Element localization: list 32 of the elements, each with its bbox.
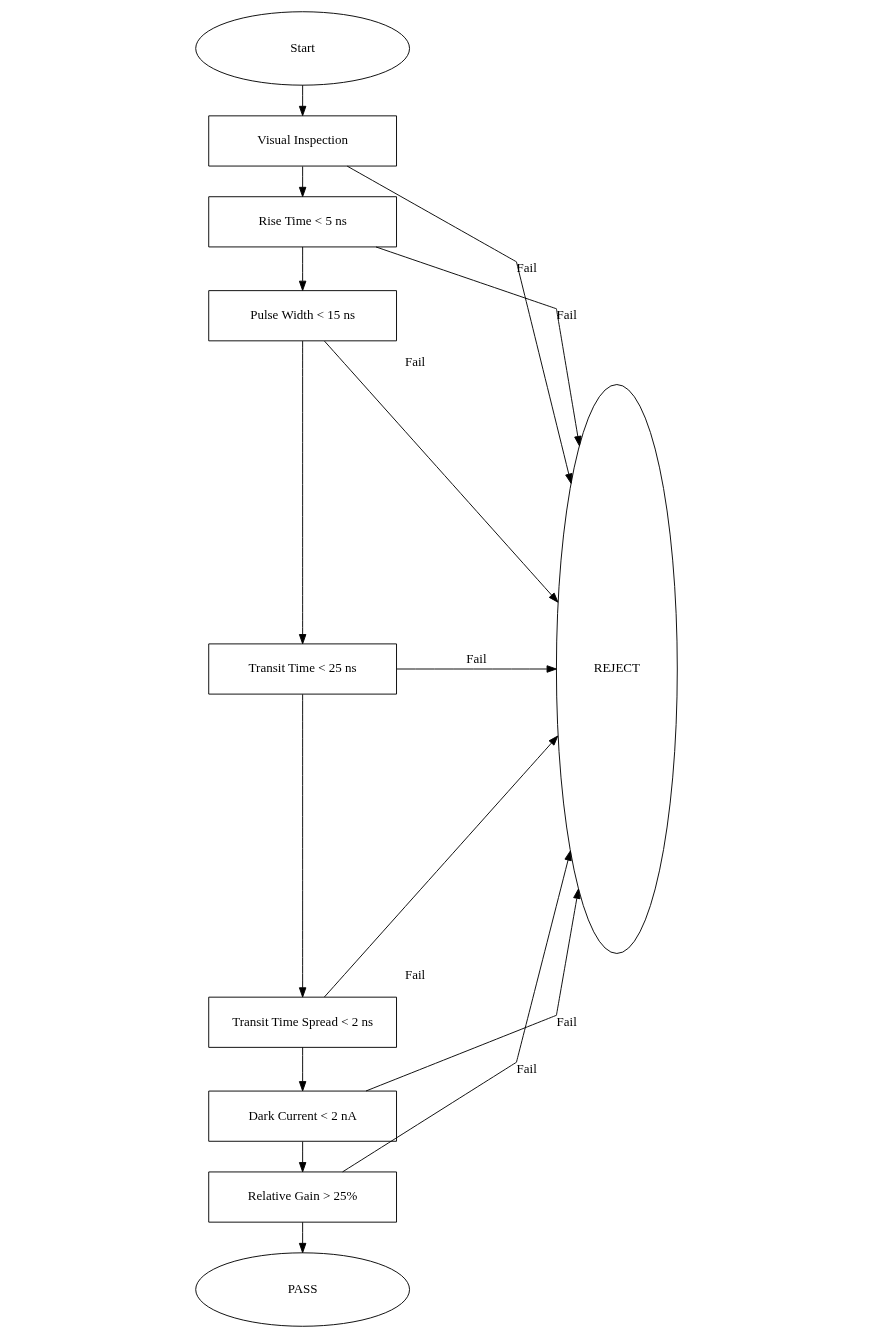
- edge-label: Fail: [466, 650, 487, 666]
- arrow: [346, 165, 573, 484]
- edge-label: Fail: [516, 260, 537, 276]
- arrow: [323, 735, 559, 998]
- arrow: [298, 1141, 307, 1173]
- arrow: [298, 246, 307, 291]
- edge-label: Fail: [405, 966, 426, 982]
- node-box: Rise Time < 5 ns: [208, 196, 397, 248]
- arrow: [298, 166, 307, 198]
- arrow: [298, 693, 307, 998]
- node-box: Dark Current < 2 nA: [208, 1090, 397, 1142]
- arrow: [342, 850, 572, 1173]
- node-box: Transit Time Spread < 2 ns: [208, 996, 397, 1048]
- arrow: [396, 665, 557, 673]
- node-box: Transit Time < 25 ns: [208, 643, 397, 695]
- node-box: Visual Inspection: [208, 115, 397, 167]
- node-ellipse: Start: [195, 11, 410, 86]
- arrow: [324, 340, 559, 603]
- arrow: [298, 1221, 307, 1254]
- edge-label: Fail: [516, 1060, 537, 1076]
- arrow: [298, 1046, 307, 1092]
- node-ellipse: REJECT: [555, 384, 678, 954]
- arrow: [375, 246, 582, 447]
- edge-label: Fail: [405, 354, 426, 370]
- arrow: [298, 84, 307, 117]
- edge-label: Fail: [556, 307, 577, 323]
- edge-label: Fail: [556, 1013, 577, 1029]
- node-box: Relative Gain > 25%: [208, 1171, 397, 1223]
- node-ellipse: PASS: [195, 1252, 410, 1327]
- arrow: [365, 888, 581, 1092]
- node-box: Pulse Width < 15 ns: [208, 290, 397, 342]
- arrow: [298, 340, 307, 645]
